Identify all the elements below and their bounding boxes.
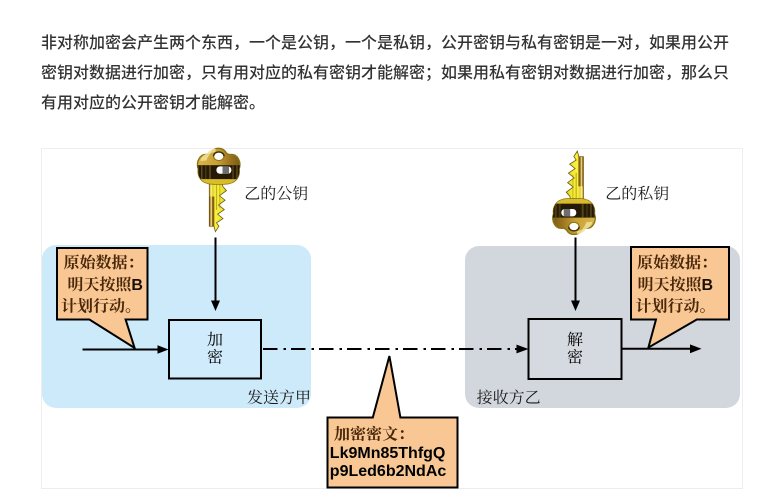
svg-text:接收方乙: 接收方乙 [477,385,541,408]
svg-text:密: 密 [207,345,223,368]
svg-text:原始数据：: 原始数据： [637,250,717,273]
svg-text:乙的私钥: 乙的私钥 [605,181,669,204]
svg-text:计划行动。: 计划行动。 [61,294,141,317]
svg-text:加: 加 [207,327,223,350]
svg-text:明天按照B: 明天按照B [638,272,714,295]
svg-text:发送方甲: 发送方甲 [247,385,311,408]
svg-text:p9Led6b2NdAc: p9Led6b2NdAc [330,463,447,480]
svg-text:原始数据：: 原始数据： [64,250,144,273]
svg-text:计划行动。: 计划行动。 [636,294,716,317]
svg-text:加密密文：: 加密密文： [334,422,414,445]
svg-text:密: 密 [567,345,583,368]
svg-text:Lk9Mn85ThfgQ: Lk9Mn85ThfgQ [330,445,446,462]
svg-text:乙的公钥: 乙的公钥 [244,181,308,204]
svg-text:明天按照B: 明天按照B [67,272,143,295]
svg-text:解: 解 [567,327,583,350]
